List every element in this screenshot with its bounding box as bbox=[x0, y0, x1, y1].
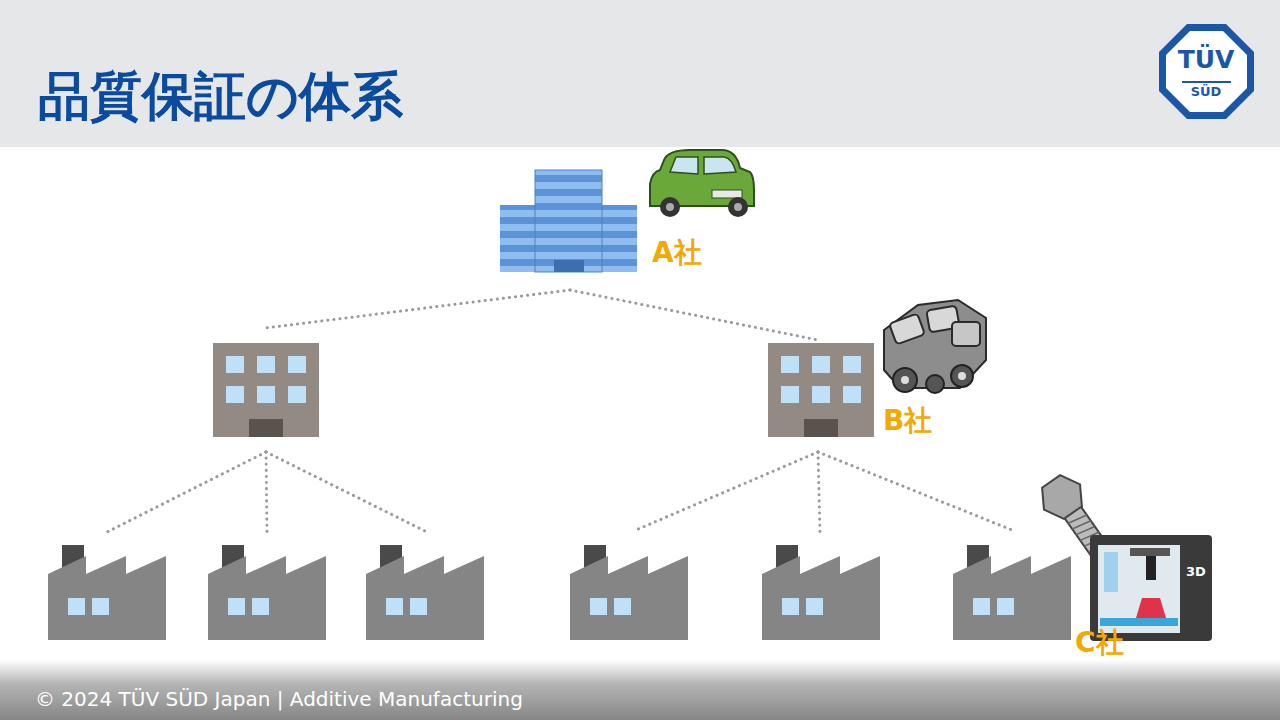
slide-title: 品質保証の体系 bbox=[38, 62, 403, 132]
footer-copyright: © 2024 TÜV SÜD Japan | Additive Manufact… bbox=[35, 688, 523, 710]
factory-icon bbox=[366, 545, 484, 640]
logo-text: SÜD bbox=[1191, 85, 1222, 99]
header-bar bbox=[0, 0, 1280, 147]
office-building bbox=[213, 343, 319, 437]
factories bbox=[48, 545, 1071, 640]
factory-icon bbox=[570, 545, 688, 640]
car-icon bbox=[650, 150, 754, 217]
printer-mark: 3D bbox=[1186, 565, 1206, 579]
footer-band bbox=[0, 660, 1280, 720]
factory-icon bbox=[48, 545, 166, 640]
logo bbox=[1159, 24, 1254, 119]
office-building bbox=[768, 343, 874, 437]
dotted-connector bbox=[570, 290, 818, 340]
company-label: C社 bbox=[1075, 626, 1124, 660]
company-label: B社 bbox=[883, 404, 932, 438]
hq-building bbox=[500, 170, 637, 272]
logo-text: TÜV bbox=[1178, 46, 1235, 74]
printer-3d-icon bbox=[1090, 535, 1212, 641]
company-label: A社 bbox=[652, 236, 702, 270]
engine-icon bbox=[884, 300, 986, 393]
factory-icon bbox=[953, 545, 1071, 640]
company-node: B社 bbox=[768, 340, 943, 452]
tree-line bbox=[107, 290, 820, 535]
company-node: A社 bbox=[500, 168, 715, 290]
dotted-connector bbox=[818, 452, 1012, 530]
company-node: C社 bbox=[953, 530, 1135, 662]
factory-icon bbox=[208, 545, 326, 640]
factory-icon bbox=[762, 545, 880, 640]
